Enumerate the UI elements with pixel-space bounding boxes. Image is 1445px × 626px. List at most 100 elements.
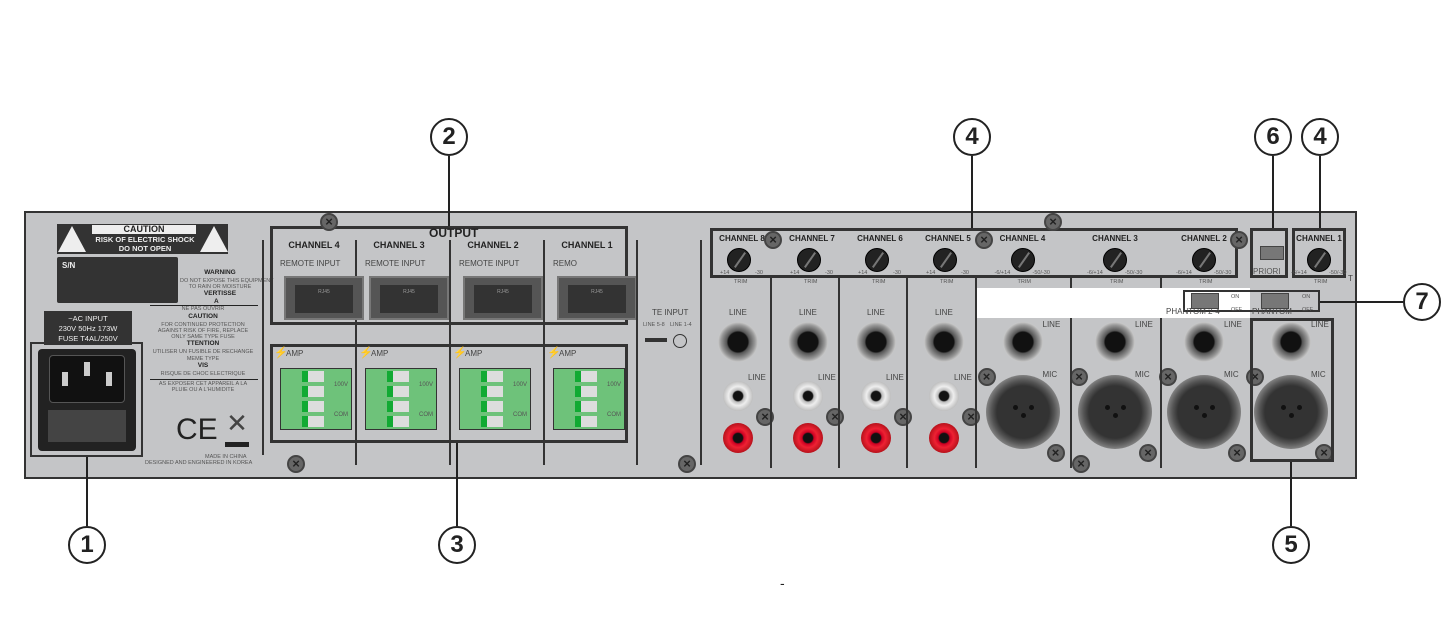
terminal-screw[interactable]	[387, 401, 409, 412]
trim-max: -50/-30	[1032, 270, 1050, 276]
phantom-1-switch[interactable]	[1261, 293, 1289, 309]
trim-min: -6/+14	[1087, 270, 1103, 276]
trim-box-ch1	[1292, 228, 1346, 278]
callout-leader-line	[456, 443, 458, 526]
rca-input-white[interactable]	[793, 381, 823, 411]
terminal-screw[interactable]	[481, 386, 503, 397]
output-channel-label: CHANNEL 3	[373, 240, 425, 250]
trim-knob[interactable]	[1103, 248, 1127, 272]
line-label: LINE	[799, 308, 817, 317]
100v-label: 100V	[607, 382, 622, 388]
divider	[150, 305, 258, 306]
trim-box-1-8	[710, 228, 1238, 278]
line-input-jack[interactable]	[856, 322, 896, 362]
warning-text: UTILISER UN FUSIBLE DE RECHANGE	[152, 349, 254, 355]
trim-knob[interactable]	[797, 248, 821, 272]
callout-leader-line	[1272, 156, 1274, 228]
rj45-remote-port[interactable]: RJ45	[284, 276, 364, 320]
divider	[975, 278, 977, 468]
lightning-icon: ⚡	[274, 347, 288, 359]
terminal-screw[interactable]	[575, 386, 597, 397]
mic-label: MIC	[1311, 370, 1326, 379]
terminal-screw[interactable]	[575, 401, 597, 412]
output-channel-label: CHANNEL 4	[288, 240, 340, 250]
rj45-remote-port[interactable]: RJ45	[369, 276, 449, 320]
xlr-mic-input[interactable]	[1078, 375, 1152, 449]
terminal-screw[interactable]	[302, 386, 324, 397]
callout-5: 5	[1272, 526, 1310, 564]
link-label: LINE 1-4	[670, 322, 692, 328]
warning-text: VERTISSE	[203, 290, 237, 297]
line-input-jack[interactable]	[1002, 322, 1043, 362]
xlr-mic-input[interactable]	[1167, 375, 1241, 449]
line-label: LINE	[1311, 320, 1329, 329]
trim-knob[interactable]	[1192, 248, 1216, 272]
ce-mark-icon: CE	[176, 413, 218, 446]
warning-text: WARNING	[204, 269, 236, 276]
com-label: COM	[607, 412, 621, 418]
rca-input-red[interactable]	[861, 423, 891, 453]
trim-knob[interactable]	[1307, 248, 1331, 272]
line-input-jack[interactable]	[788, 322, 828, 362]
terminal-screw[interactable]	[481, 416, 503, 427]
divider	[1160, 278, 1162, 468]
screw-icon: ×	[826, 408, 844, 426]
trim-label: TRIM	[804, 279, 818, 285]
phantom-2-4-switch[interactable]	[1191, 293, 1219, 309]
terminal-screw[interactable]	[481, 401, 503, 412]
ac-input-label	[44, 311, 132, 345]
terminal-screw[interactable]	[387, 386, 409, 397]
xlr-pin	[1012, 405, 1018, 410]
rca-input-white[interactable]	[929, 381, 959, 411]
screw-icon: ×	[962, 408, 980, 426]
callout-leader-line	[1319, 156, 1321, 228]
terminal-screw[interactable]	[302, 371, 324, 382]
rca-input-red[interactable]	[929, 423, 959, 453]
trim-knob[interactable]	[727, 248, 751, 272]
rca-input-red[interactable]	[793, 423, 823, 453]
caution-line2: DO NOT OPEN	[118, 244, 172, 253]
terminal-screw[interactable]	[575, 371, 597, 382]
power-socket-frame	[30, 342, 143, 457]
priority-box	[1250, 228, 1288, 278]
xlr-pin	[1289, 413, 1294, 418]
line-label: LINE	[1042, 320, 1061, 329]
rca-input-white[interactable]	[861, 381, 891, 411]
line-input-jack[interactable]	[718, 322, 758, 362]
amp-label: AMP	[371, 349, 389, 358]
terminal-screw[interactable]	[302, 401, 324, 412]
caution-title: CAUTION	[92, 225, 196, 234]
callout-leader-line	[86, 456, 88, 526]
trim-knob[interactable]	[865, 248, 889, 272]
link-title: TE INPUT	[652, 308, 689, 317]
rca-input-white[interactable]	[723, 381, 753, 411]
line-input-jack[interactable]	[1271, 322, 1311, 362]
line-input-jack[interactable]	[924, 322, 964, 362]
xlr-pin	[1194, 405, 1199, 410]
rj45-remote-port[interactable]: RJ45	[463, 276, 543, 320]
terminal-screw[interactable]	[481, 371, 503, 382]
trim-knob[interactable]	[1010, 248, 1035, 272]
weee-bar	[225, 442, 249, 447]
divider	[355, 240, 357, 465]
terminal-screw[interactable]	[575, 416, 597, 427]
remote-input-label: REMOTE INPUT	[365, 259, 426, 268]
input-channel-label: CHANNEL 4	[999, 234, 1046, 243]
divider	[150, 379, 258, 380]
rca-input-red[interactable]	[723, 423, 753, 453]
terminal-screw[interactable]	[387, 371, 409, 382]
priority-button[interactable]	[1260, 246, 1284, 260]
rca-line-label: LINE	[886, 373, 904, 382]
100v-label: 100V	[334, 382, 349, 388]
screw-icon: ×	[678, 455, 696, 473]
rj45-remote-port[interactable]: RJ45	[557, 276, 637, 320]
xlr-mic-input[interactable]	[985, 375, 1060, 449]
xlr-pin	[1121, 405, 1126, 410]
line-input-jack[interactable]	[1095, 322, 1135, 362]
xlr-pin	[1105, 405, 1110, 410]
xlr-mic-input[interactable]	[1254, 375, 1328, 449]
terminal-screw[interactable]	[387, 416, 409, 427]
terminal-screw[interactable]	[302, 416, 324, 427]
trim-knob[interactable]	[933, 248, 957, 272]
line-input-jack[interactable]	[1184, 322, 1224, 362]
